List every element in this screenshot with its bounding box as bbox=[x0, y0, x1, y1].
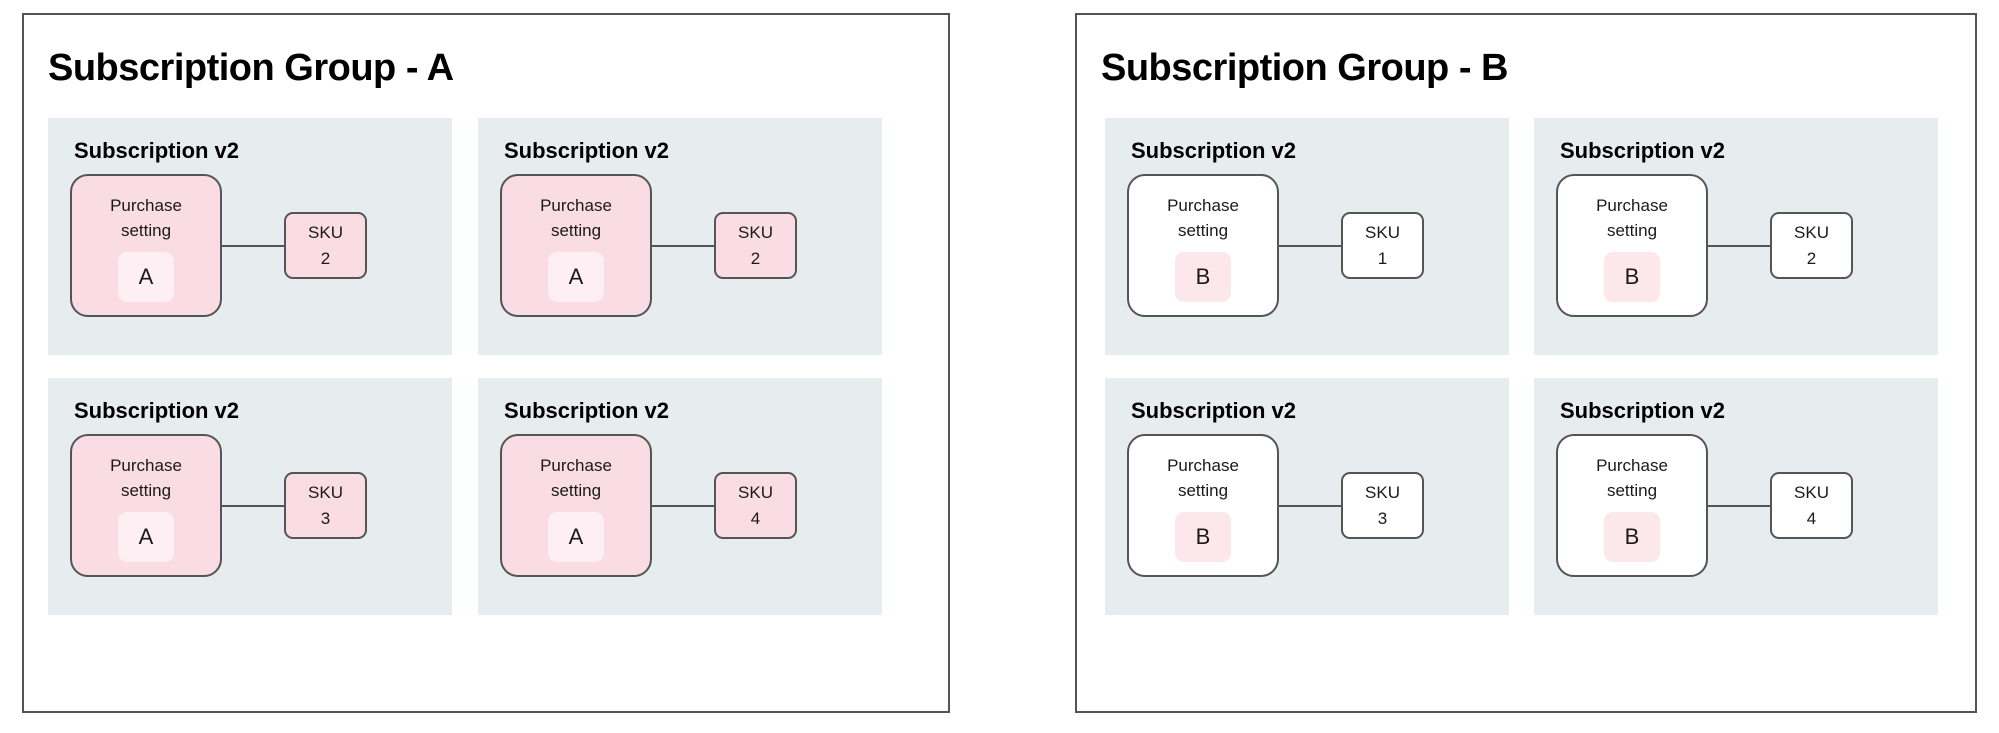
purchase-setting-card: Purchase setting B bbox=[1127, 434, 1279, 577]
purchase-setting-label: Purchase setting bbox=[540, 196, 612, 240]
subscription-panel-title: Subscription v2 bbox=[504, 398, 670, 423]
sku-number: 1 bbox=[1377, 248, 1388, 268]
purchase-setting-label: Purchase setting bbox=[1167, 196, 1239, 240]
subscription-panel: Subscription v2 Purchase setting A SKU 3 bbox=[48, 378, 452, 615]
subscription-grid-b: Subscription v2 Purchase setting B SKU 1… bbox=[1077, 118, 1975, 711]
subscription-panel-title: Subscription v2 bbox=[1131, 398, 1297, 423]
sku-label: SKU bbox=[308, 483, 343, 502]
connector-line bbox=[652, 505, 716, 507]
sku-node: SKU 4 bbox=[714, 472, 797, 539]
subscription-panel-title: Subscription v2 bbox=[1560, 138, 1726, 163]
sku-label: SKU bbox=[738, 483, 773, 502]
purchase-setting-card: Purchase setting B bbox=[1556, 174, 1708, 317]
subscription-panel: Subscription v2 Purchase setting A SKU 2 bbox=[478, 118, 882, 355]
sku-node: SKU 2 bbox=[714, 212, 797, 279]
subscription-panel-title: Subscription v2 bbox=[1131, 138, 1297, 163]
subscription-panel-title: Subscription v2 bbox=[1560, 398, 1726, 423]
sku-number: 4 bbox=[750, 508, 761, 528]
sku-node: SKU 3 bbox=[284, 472, 367, 539]
purchase-setting-label: Purchase setting bbox=[540, 456, 612, 500]
sku-node: SKU 4 bbox=[1770, 472, 1853, 539]
connector-line bbox=[222, 505, 286, 507]
purchase-setting-badge: B bbox=[1604, 252, 1660, 303]
sku-label: SKU bbox=[1794, 223, 1829, 242]
subscription-panel-title: Subscription v2 bbox=[504, 138, 670, 163]
sku-node: SKU 2 bbox=[284, 212, 367, 279]
purchase-setting-badge: A bbox=[548, 512, 604, 563]
sku-node: SKU 3 bbox=[1341, 472, 1424, 539]
sku-node: SKU 1 bbox=[1341, 212, 1424, 279]
subscription-panel-title: Subscription v2 bbox=[74, 398, 240, 423]
purchase-setting-label: Purchase setting bbox=[110, 196, 182, 240]
purchase-setting-badge: B bbox=[1604, 512, 1660, 563]
sku-label: SKU bbox=[1794, 483, 1829, 502]
purchase-setting-badge: A bbox=[548, 252, 604, 303]
purchase-setting-card: Purchase setting A bbox=[70, 174, 222, 317]
purchase-setting-card: Purchase setting A bbox=[500, 434, 652, 577]
sku-number: 4 bbox=[1806, 508, 1817, 528]
sku-label: SKU bbox=[1365, 223, 1400, 242]
sku-number: 3 bbox=[320, 508, 331, 528]
sku-number: 3 bbox=[1377, 508, 1388, 528]
connector-line bbox=[1708, 245, 1772, 247]
purchase-setting-badge: A bbox=[118, 252, 174, 303]
subscription-panel: Subscription v2 Purchase setting B SKU 1 bbox=[1105, 118, 1509, 355]
purchase-setting-badge: B bbox=[1175, 252, 1231, 303]
purchase-setting-badge: B bbox=[1175, 512, 1231, 563]
subscription-panel: Subscription v2 Purchase setting A SKU 2 bbox=[48, 118, 452, 355]
sku-number: 2 bbox=[750, 248, 761, 268]
sku-number: 2 bbox=[1806, 248, 1817, 268]
subscription-panel-title: Subscription v2 bbox=[74, 138, 240, 163]
subscription-group-panel-a: Subscription Group - A Subscription v2 P… bbox=[22, 13, 950, 713]
connector-line bbox=[222, 245, 286, 247]
sku-number: 2 bbox=[320, 248, 331, 268]
connector-line bbox=[1279, 245, 1343, 247]
purchase-setting-label: Purchase setting bbox=[110, 456, 182, 500]
connector-line bbox=[652, 245, 716, 247]
purchase-setting-badge: A bbox=[118, 512, 174, 563]
purchase-setting-label: Purchase setting bbox=[1596, 196, 1668, 240]
sku-label: SKU bbox=[738, 223, 773, 242]
purchase-setting-card: Purchase setting B bbox=[1127, 174, 1279, 317]
purchase-setting-label: Purchase setting bbox=[1167, 456, 1239, 500]
purchase-setting-label: Purchase setting bbox=[1596, 456, 1668, 500]
subscription-grid-a: Subscription v2 Purchase setting A SKU 2… bbox=[24, 118, 948, 711]
purchase-setting-card: Purchase setting B bbox=[1556, 434, 1708, 577]
sku-node: SKU 2 bbox=[1770, 212, 1853, 279]
subscription-panel: Subscription v2 Purchase setting B SKU 2 bbox=[1534, 118, 1938, 355]
subscription-group-panel-b: Subscription Group - B Subscription v2 P… bbox=[1075, 13, 1977, 713]
purchase-setting-card: Purchase setting A bbox=[500, 174, 652, 317]
connector-line bbox=[1279, 505, 1343, 507]
sku-label: SKU bbox=[1365, 483, 1400, 502]
subscription-panel: Subscription v2 Purchase setting A SKU 4 bbox=[478, 378, 882, 615]
subscription-panel: Subscription v2 Purchase setting B SKU 3 bbox=[1105, 378, 1509, 615]
sku-label: SKU bbox=[308, 223, 343, 242]
subscription-panel: Subscription v2 Purchase setting B SKU 4 bbox=[1534, 378, 1938, 615]
purchase-setting-card: Purchase setting A bbox=[70, 434, 222, 577]
connector-line bbox=[1708, 505, 1772, 507]
group-title-b: Subscription Group - B bbox=[1101, 47, 1508, 89]
group-title-a: Subscription Group - A bbox=[48, 47, 454, 89]
